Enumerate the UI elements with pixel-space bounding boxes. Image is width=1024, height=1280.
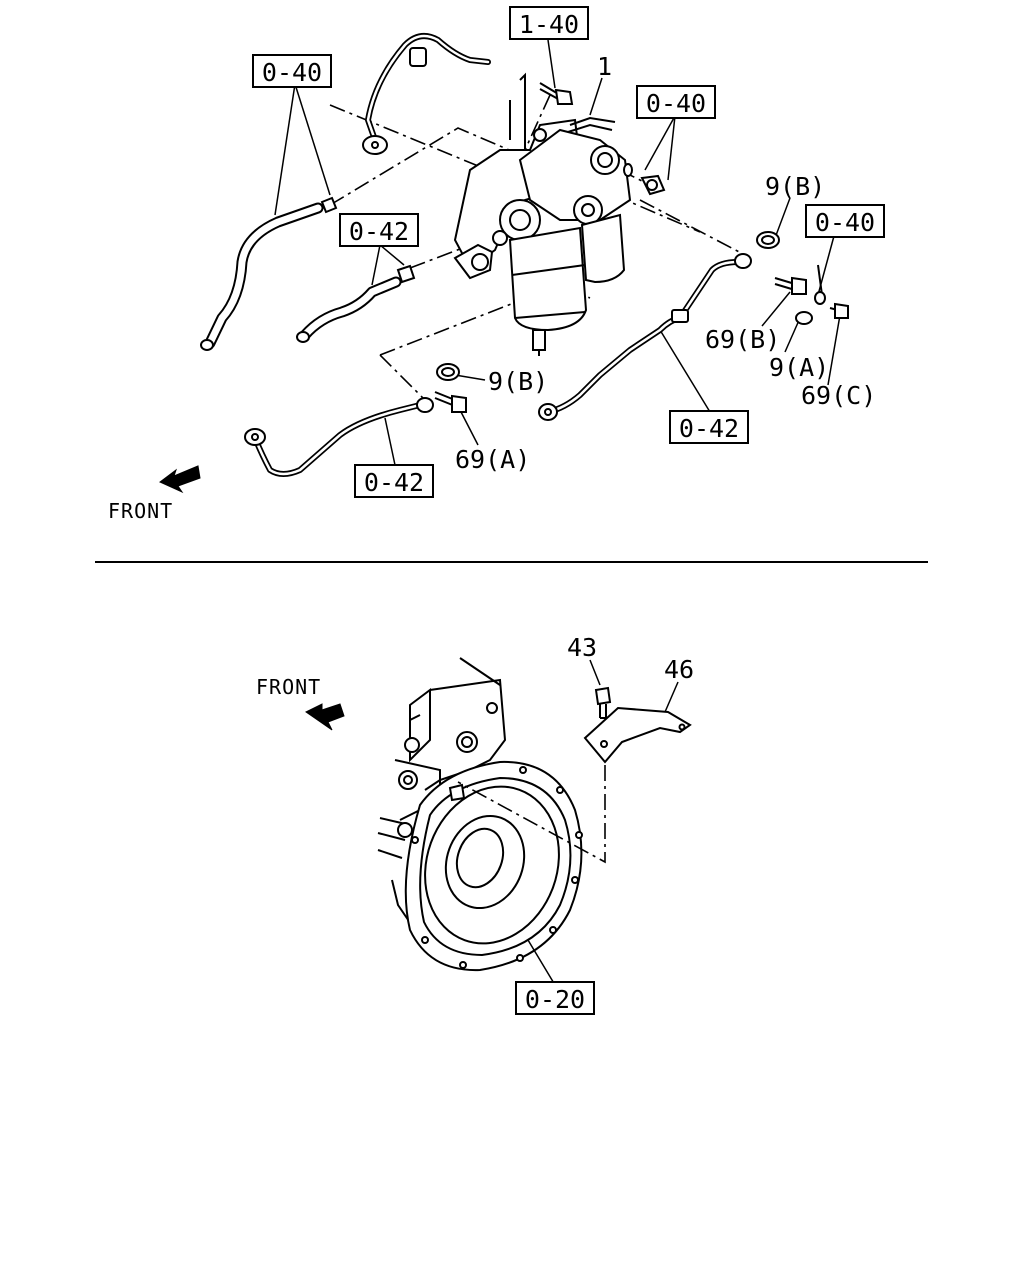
bottom-hardware: [434, 363, 467, 413]
ref-0-40-right-text: 0-40: [815, 208, 875, 237]
front-arrow-icon: [159, 465, 201, 494]
leader-43: [589, 659, 601, 686]
part-label-69c: 69(C): [801, 381, 876, 410]
ref-box-0-40-right[interactable]: 0-40: [805, 204, 885, 238]
engine-block: [377, 657, 507, 931]
leader-0-20: [527, 939, 556, 986]
ref-1-40-text: 1-40: [519, 10, 579, 39]
front-label-bottom: FRONT: [256, 675, 321, 699]
bottom-diagram: 43 46 0-20 FRONT: [256, 633, 694, 1015]
fuel-hose-middle: [296, 276, 402, 343]
fuel-hose-left: [200, 202, 324, 351]
ref-0-20-text: 0-20: [525, 985, 585, 1014]
part-label-9b-lower: 9(B): [488, 367, 548, 396]
ref-box-0-40-left[interactable]: 0-40: [252, 54, 332, 88]
fitting-cluster-right: [623, 163, 666, 196]
part-label-9a: 9(A): [769, 353, 829, 382]
leader-lines: [274, 39, 841, 466]
flywheel-housing: [404, 760, 583, 972]
bolt-1-40: [539, 82, 574, 105]
ref-box-0-42-right[interactable]: 0-42: [669, 410, 749, 444]
fuel-filter-assembly: [453, 72, 632, 356]
right-hardware: [756, 231, 849, 325]
ref-0-42-upper-text: 0-42: [349, 217, 409, 246]
part-label-43: 43: [567, 633, 597, 662]
ref-box-0-20[interactable]: 0-20: [515, 981, 595, 1015]
ref-0-40-left-text: 0-40: [262, 58, 322, 87]
fuel-pipe-upper: [362, 33, 491, 155]
part-label-9b-upper: 9(B): [765, 172, 825, 201]
leader-46: [664, 681, 679, 713]
part-label-46: 46: [664, 655, 694, 684]
front-label-top: FRONT: [108, 499, 173, 523]
ref-box-0-42-bottom[interactable]: 0-42: [354, 464, 434, 498]
part-label-1: 1: [597, 52, 612, 81]
ref-box-0-40-mid[interactable]: 0-40: [636, 85, 716, 119]
part-label-69b: 69(B): [705, 325, 780, 354]
assembly-line-bottom: [457, 765, 606, 864]
ref-box-0-42-upper[interactable]: 0-42: [339, 213, 419, 247]
bracket-46: [583, 706, 692, 764]
ref-box-1-40[interactable]: 1-40: [509, 6, 589, 40]
fuel-pipe-right: [538, 253, 752, 421]
hose-clips: [320, 196, 416, 284]
bolt-43: [594, 686, 612, 719]
ref-0-40-mid-text: 0-40: [646, 89, 706, 118]
front-arrow-icon-bottom: [305, 703, 345, 731]
ref-0-42-right-text: 0-42: [679, 414, 739, 443]
ref-0-42-bottom-text: 0-42: [364, 468, 424, 497]
fuel-pipe-bottom: [244, 397, 434, 477]
part-label-69a: 69(A): [455, 445, 530, 474]
top-diagram: 1-40 0-40 0-40 0-40 0-42 0-42 0-42 1 9(B…: [108, 6, 885, 523]
